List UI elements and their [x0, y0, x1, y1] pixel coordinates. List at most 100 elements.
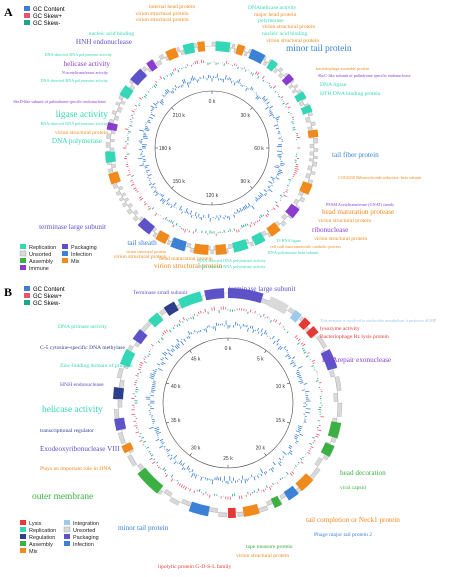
gc-skew-bar: [315, 435, 319, 438]
gene-annotation-label: lysozyme activity: [320, 326, 360, 332]
gene-annotation-label: virion structural protein: [266, 38, 319, 44]
gc-skew-bar: [139, 363, 143, 367]
gc-skew-bar: [196, 60, 198, 64]
gc-content-bar: [142, 137, 148, 139]
gc-content-bar: [256, 94, 258, 96]
scale-tick-label: 25 k: [223, 456, 233, 462]
scale-tick-label: 0 k: [225, 346, 232, 352]
gene-segment: [117, 400, 123, 408]
gc-skew-bar: [154, 213, 158, 217]
gc-skew-bar: [162, 218, 164, 220]
gc-content-bar: [297, 365, 303, 369]
gene-segment: [298, 190, 304, 197]
gene-segment-annotated: [146, 59, 158, 72]
gc-skew-bar: [165, 474, 169, 478]
gc-content-bar: [291, 356, 296, 360]
gc-skew-bar: [170, 220, 173, 223]
gc-content-bar: [151, 389, 156, 392]
gene-segment-annotated: [306, 326, 319, 339]
gene-segment-annotated: [299, 181, 313, 195]
gc-content-bar: [154, 426, 159, 430]
gc-skew-bar: [240, 224, 243, 229]
gc-content-bar: [186, 336, 189, 339]
gc-content-bar: [149, 177, 151, 180]
gc-content-bar: [159, 193, 161, 195]
gc-content-bar: [279, 346, 283, 350]
gc-content-bar: [260, 468, 263, 474]
gene-segment: [106, 133, 112, 139]
gc-skew-bar: [302, 349, 306, 352]
legend-label-replication: Replication: [29, 528, 56, 534]
gene-annotation-label: tape measure protein: [246, 544, 293, 550]
gc-content-bar: [152, 182, 156, 186]
gene-segment: [117, 432, 126, 445]
gene-segment-annotated: [204, 288, 225, 301]
gc-content-bar: [276, 118, 280, 121]
gc-skew-bar: [192, 316, 195, 320]
gc-skew-bar: [143, 202, 147, 206]
gene-annotation-label: Terminase small subunit: [133, 290, 188, 296]
gc-skew-bar: [277, 94, 279, 96]
gc-content-bar: [249, 325, 252, 329]
gc-content-bar: [294, 435, 299, 438]
gc-content-bar: [155, 192, 159, 197]
gc-content-bar: [149, 426, 154, 429]
legend-swatch-packaging: [62, 244, 68, 249]
gene-segment-annotated: [242, 503, 260, 517]
legend-swatch-integration: [64, 520, 70, 525]
gc-content-bar: [257, 195, 262, 199]
scale-tick: [264, 350, 267, 354]
gc-content-bar: [287, 351, 289, 354]
gc-content-bar: [191, 75, 194, 81]
gc-content-bar: [260, 328, 263, 333]
scale-tick-label: 30 k: [241, 113, 251, 119]
gc-skew-bar: [259, 216, 261, 219]
gc-content-bar: [268, 469, 271, 471]
gene-segment: [152, 232, 158, 238]
gc-content-bar: [169, 457, 173, 461]
gc-skew-bar: [147, 91, 150, 93]
gc-skew-bar: [159, 76, 163, 80]
gc-content-bar: [151, 418, 155, 421]
gc-skew-bar: [198, 488, 201, 493]
gene-annotation-label: DNA primase activity: [58, 324, 107, 330]
gene-annotation-label: RNA-directed DNA polymerase activity: [198, 258, 266, 263]
gc-content-bar: [298, 380, 303, 383]
gc-skew-bar: [124, 128, 129, 130]
gc-skew-bar: [312, 442, 315, 444]
gc-content-bar: [162, 352, 167, 356]
gc-skew-bar: [238, 229, 240, 232]
gc-content-bar: [295, 440, 299, 443]
gc-content-bar: [171, 90, 175, 94]
gc-content-bar: [230, 78, 232, 81]
gc-skew-bar: [266, 210, 269, 213]
gc-content-bar: [160, 441, 163, 443]
gene-segment-annotated: [267, 296, 289, 314]
gene-segment: [305, 173, 311, 179]
gene-annotation-label: virion structural protein: [55, 130, 108, 136]
gc-content-bar: [271, 335, 275, 340]
gc-content-bar: [183, 78, 186, 84]
gc-content-bar: [155, 102, 158, 105]
gene-segment: [158, 54, 165, 60]
gene-annotation-label: DNA-directed RNA polymerase activity: [40, 78, 108, 83]
gc-skew-bar: [295, 166, 299, 168]
gc-skew-bar: [146, 446, 150, 449]
gc-content-bar: [271, 466, 275, 470]
gene-segment: [309, 467, 321, 480]
gc-skew-bar: [293, 174, 296, 176]
legend-swatch-gc-skew-plus: [24, 293, 30, 298]
gc-skew-bar: [249, 309, 252, 313]
gc-skew-bar: [205, 491, 207, 494]
gc-skew-bar: [138, 97, 142, 100]
gc-skew-bar: [233, 228, 235, 231]
gc-skew-bar: [164, 469, 167, 472]
gene-segment-annotated: [132, 329, 148, 345]
gc-content-bar: [190, 214, 193, 218]
gene-annotation-label: HTH DNA binding protein: [320, 91, 381, 97]
gene-segment: [227, 243, 234, 249]
gc-skew-bar: [276, 482, 279, 484]
gc-skew-bar: [151, 344, 154, 347]
gene-annotation-label: virion structural protein: [135, 11, 188, 17]
